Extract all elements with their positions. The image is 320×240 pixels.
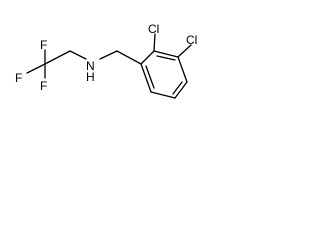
ring-bond-5-6	[150, 91, 176, 99]
ring-bond-3-4	[177, 56, 188, 83]
atom-fluorine-bottom: F	[40, 79, 47, 93]
ring-bond-2-3	[153, 50, 179, 58]
atom-nitrogen: N	[86, 59, 95, 73]
bond-ch2-n	[69, 50, 87, 60]
bond-cf3-ch2	[44, 50, 71, 65]
ring-bond-6-1	[140, 63, 152, 93]
atom-fluorine-top: F	[40, 38, 47, 52]
bond-ring-cl-meta	[177, 44, 192, 58]
ring-bond-4-5	[174, 81, 188, 99]
atom-nitrogen-hydrogen: H	[86, 70, 95, 84]
atom-chlorine-ortho: Cl	[148, 22, 159, 36]
atom-fluorine-left: F	[15, 71, 22, 85]
chemical-structure-diagram: F F F N H Cl Cl	[15, 22, 197, 99]
bond-ch2-ring	[116, 50, 142, 65]
ring-double-bond-4-5	[172, 81, 183, 95]
ring-double-bond-2-3	[156, 55, 176, 61]
bond-ring-cl-ortho	[153, 33, 156, 52]
bond-c-f-left	[26, 63, 46, 74]
ring-bond-1-2	[140, 50, 155, 65]
ring-double-bond-6-1	[145, 65, 155, 89]
bond-n-ch2	[99, 50, 118, 60]
atom-chlorine-meta: Cl	[186, 33, 197, 47]
